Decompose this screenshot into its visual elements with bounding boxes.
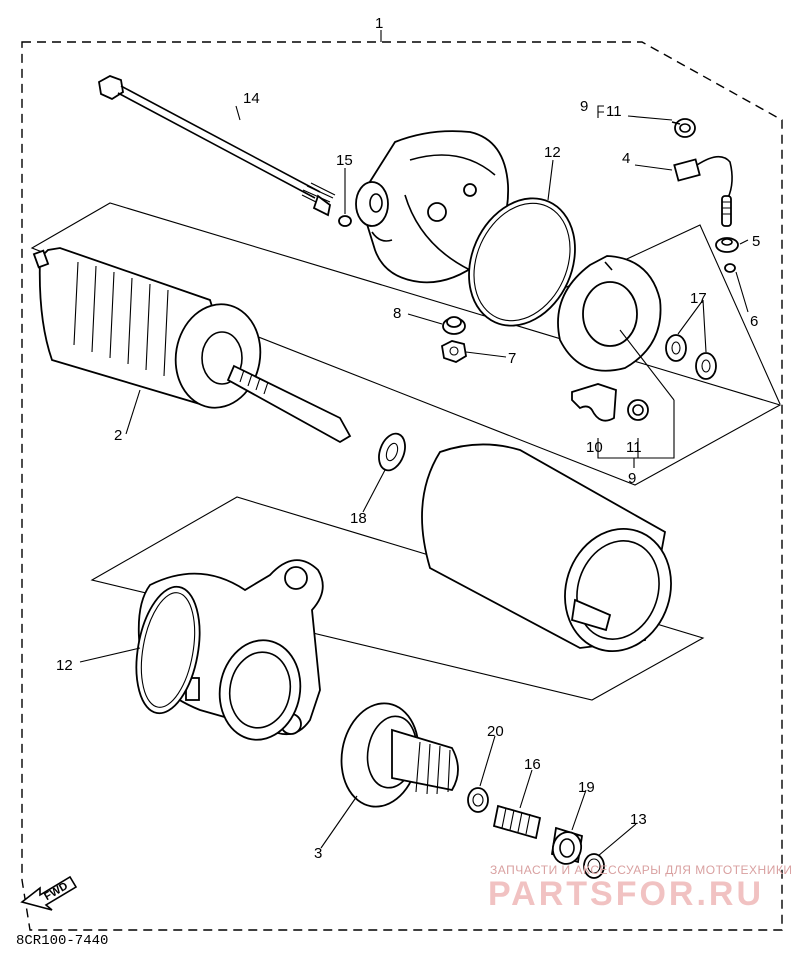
assembly-boundary <box>21 41 783 931</box>
lower-plane-outline <box>90 496 705 701</box>
circlip <box>583 853 605 879</box>
brush-spring-bottom <box>627 399 649 421</box>
watermark-tagline: ЗАПЧАСТИ И АКСЕССУАРЫ ДЛЯ МОТОТЕХНИКИ <box>490 863 792 877</box>
brush-plate <box>557 255 662 372</box>
callout-1: 1 <box>375 15 383 32</box>
brush-holder <box>571 383 617 422</box>
fwd-arrow-icon: FWD <box>20 875 78 911</box>
clutch-spring <box>492 804 542 840</box>
callout-12-top: 12 <box>544 144 561 161</box>
callout-11-bottom: 11 <box>626 439 642 456</box>
washer-20 <box>467 787 489 813</box>
callout-20: 20 <box>487 723 504 740</box>
o-ring-terminal <box>724 263 736 273</box>
callout-13: 13 <box>630 811 647 828</box>
callout-19: 19 <box>578 779 595 796</box>
callout-3: 3 <box>314 845 322 862</box>
callout-16: 16 <box>524 756 541 773</box>
callout-6: 6 <box>750 313 758 330</box>
brush-with-lead <box>673 155 733 227</box>
starter-clutch-pinion <box>340 702 459 808</box>
collar <box>550 826 584 865</box>
callout-17: 17 <box>690 290 707 307</box>
diagram-code: 8CR100-7440 <box>16 933 108 949</box>
callout-9-top: 9 <box>580 98 588 115</box>
large-o-ring-rear <box>468 197 576 327</box>
callout-2: 2 <box>114 427 122 444</box>
washer-17-a <box>665 334 687 362</box>
callout-10: 10 <box>586 439 603 456</box>
callout-14: 14 <box>243 90 260 107</box>
yoke <box>421 443 672 653</box>
armature <box>32 247 352 444</box>
through-bolt <box>98 75 336 217</box>
upper-plane-outline <box>30 202 782 486</box>
callout-18: 18 <box>350 510 367 527</box>
callout-4: 4 <box>622 150 630 167</box>
callout-5: 5 <box>752 233 760 250</box>
callout-7: 7 <box>508 350 516 367</box>
washer-18 <box>378 432 406 472</box>
watermark-brand: PARTSFOR.RU <box>488 875 764 913</box>
terminal-nut <box>441 340 467 363</box>
brush-spring-top <box>671 118 696 138</box>
callout-8: 8 <box>393 305 401 322</box>
insulator-washer <box>715 237 739 253</box>
callout-11-top: 11 <box>606 103 622 120</box>
large-o-ring-front <box>135 585 201 715</box>
o-ring-small <box>338 215 352 227</box>
leader-lines <box>79 105 749 857</box>
callout-15: 15 <box>336 152 353 169</box>
callout-9-bottom: 9 <box>628 470 636 487</box>
terminal-washer <box>442 316 466 335</box>
washer-17-b <box>695 352 717 380</box>
callout-12-left: 12 <box>56 657 73 674</box>
rear-cover <box>355 130 509 284</box>
